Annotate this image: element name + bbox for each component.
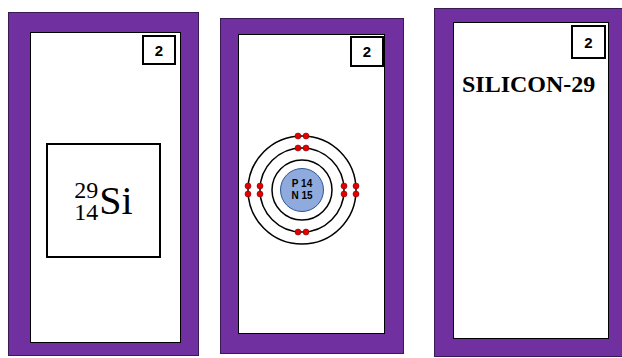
card-face <box>454 23 609 339</box>
card-frame <box>221 19 404 354</box>
isotope-name: SILICON-29 <box>462 72 595 96</box>
mass-number: 29 <box>74 179 98 201</box>
element-symbol: Si <box>99 181 132 221</box>
card-number: 2 <box>584 35 592 50</box>
card-number: 2 <box>155 43 163 58</box>
card-number-box: 2 <box>350 36 384 67</box>
card-face <box>239 35 385 334</box>
card-frame <box>435 9 622 357</box>
card-face <box>31 33 181 343</box>
card-number: 2 <box>363 44 371 59</box>
atomic-number: 14 <box>74 201 98 223</box>
isotope-notation-box: 2914Si <box>46 143 161 258</box>
electrons <box>245 133 359 235</box>
card-frame <box>9 13 199 356</box>
card-number-box: 2 <box>571 25 606 59</box>
card-number-box: 2 <box>142 35 176 65</box>
particle-count: N 15 <box>291 190 312 202</box>
electron-shells <box>248 136 356 244</box>
particle-count: P 14 <box>292 178 312 190</box>
nucleus-circle: P 14N 15 <box>280 168 324 212</box>
